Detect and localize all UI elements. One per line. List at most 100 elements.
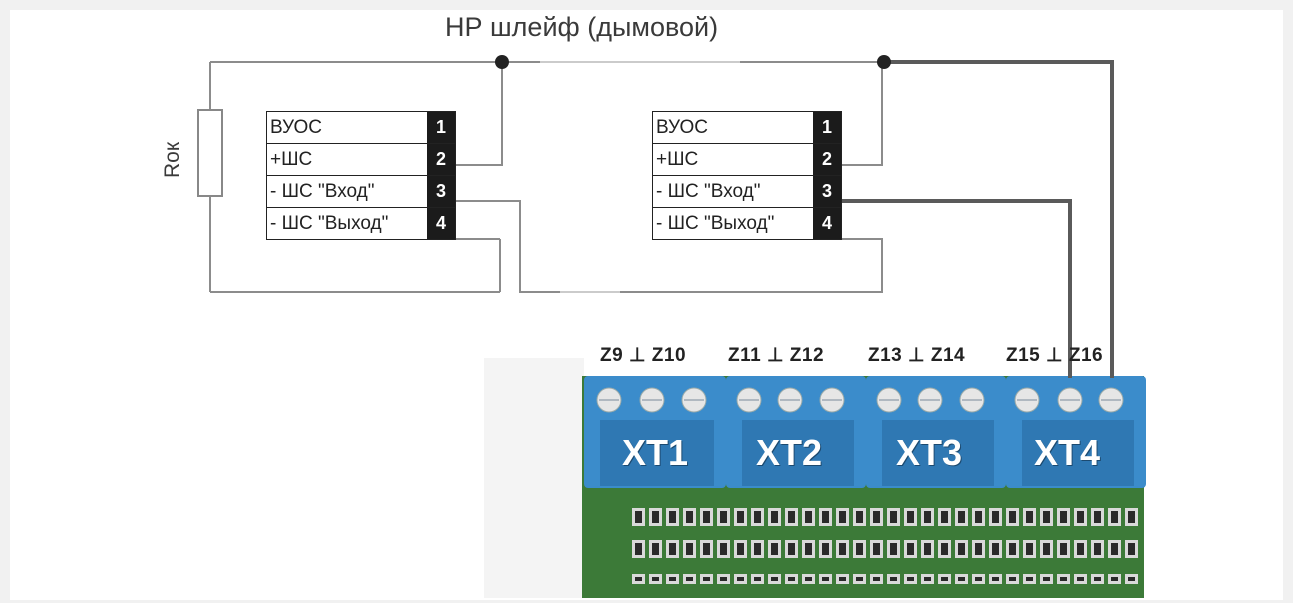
smd-body (924, 577, 931, 581)
smd-body (873, 511, 880, 523)
smd-body (652, 577, 659, 581)
smd-body (805, 543, 812, 555)
smd-body (975, 577, 982, 581)
smd-body (652, 511, 659, 523)
zone-label: Z13 ⊥ Z14 (868, 345, 966, 366)
terminal-label: ВУОС (270, 117, 322, 138)
smd-body (805, 577, 812, 581)
smd-body (635, 577, 642, 581)
smd-body (890, 543, 897, 555)
smd-body (669, 543, 676, 555)
smd-body (992, 543, 999, 555)
smd-body (737, 543, 744, 555)
terminal-label: - ШС "Выход" (270, 213, 389, 234)
terminal-number: 3 (427, 176, 455, 207)
smd-body (941, 577, 948, 581)
connector-label: XT2 (756, 432, 823, 473)
terminal-row: +ШС 2 (653, 144, 841, 176)
connector-label: XT4 (1034, 432, 1101, 473)
terminal-row: +ШС 2 (267, 144, 455, 176)
smd-body (890, 577, 897, 581)
smd-body (754, 543, 761, 555)
smd-body (720, 511, 727, 523)
smd-body (686, 543, 693, 555)
terminal-label: - ШС "Вход" (270, 181, 375, 202)
smd-body (635, 511, 642, 523)
terminal-label: +ШС (270, 149, 313, 170)
smd-body (1077, 577, 1084, 581)
connector-label: XT3 (896, 432, 963, 473)
smd-body (1009, 543, 1016, 555)
smd-body (703, 511, 710, 523)
smd-body (805, 511, 812, 523)
smd-body (1128, 511, 1135, 523)
smd-body (788, 577, 795, 581)
smd-body (669, 577, 676, 581)
smd-body (992, 577, 999, 581)
smd-body (737, 577, 744, 581)
smd-body (1111, 543, 1118, 555)
terminal-row: - ШС "Выход" 4 (653, 208, 841, 239)
wire-fade (540, 58, 740, 66)
smd-body (890, 511, 897, 523)
controller-board (484, 358, 1146, 598)
junction-dot (495, 55, 509, 69)
smd-body (907, 543, 914, 555)
smd-body (992, 511, 999, 523)
terminal-number: 4 (813, 208, 841, 239)
connector-label: XT1 (622, 432, 689, 473)
smd-body (822, 577, 829, 581)
smd-body (1111, 511, 1118, 523)
terminal-label: +ШС (656, 149, 699, 170)
screw-terminals (596, 387, 1124, 413)
smd-body (1026, 543, 1033, 555)
smd-body (686, 577, 693, 581)
terminal-label: - ШС "Выход" (656, 213, 775, 234)
wire-fade-2 (560, 288, 620, 296)
smd-body (635, 543, 642, 555)
resistor-label: Rок (161, 141, 185, 179)
thick-wires (838, 60, 1114, 378)
smd-body (958, 543, 965, 555)
smd-body (1026, 577, 1033, 581)
smd-body (1026, 511, 1033, 523)
terminal-row: - ШС "Вход" 3 (267, 176, 455, 208)
smd-body (1094, 577, 1101, 581)
smd-body (924, 543, 931, 555)
terminal-label: - ШС "Вход" (656, 181, 761, 202)
smd-body (873, 543, 880, 555)
junction-dot (877, 55, 891, 69)
terminal-row: - ШС "Вход" 3 (653, 176, 841, 208)
smd-body (975, 511, 982, 523)
smd-body (941, 511, 948, 523)
smd-body (1128, 577, 1135, 581)
smd-body (652, 543, 659, 555)
smd-body (822, 511, 829, 523)
smd-body (1128, 543, 1135, 555)
zone-label: Z9 ⊥ Z10 (600, 345, 687, 366)
smd-body (975, 543, 982, 555)
diagram-title: НР шлейф (дымовой) (445, 12, 719, 42)
terminal-row: - ШС "Выход"4 (267, 208, 455, 239)
terminal-number: 2 (427, 144, 455, 175)
terminal-number: 3 (813, 176, 841, 207)
smd-body (703, 543, 710, 555)
smd-body (924, 511, 931, 523)
smd-body (754, 511, 761, 523)
smd-body (1043, 543, 1050, 555)
smd-body (1077, 543, 1084, 555)
smd-body (686, 511, 693, 523)
smd-body (1077, 511, 1084, 523)
smd-body (839, 511, 846, 523)
terminal-label: ВУОС (656, 117, 708, 138)
smd-body (1060, 577, 1067, 581)
smd-body (1111, 577, 1118, 581)
smd-body (941, 543, 948, 555)
smd-body (771, 543, 778, 555)
smd-body (856, 511, 863, 523)
terminal-number: 2 (813, 144, 841, 175)
